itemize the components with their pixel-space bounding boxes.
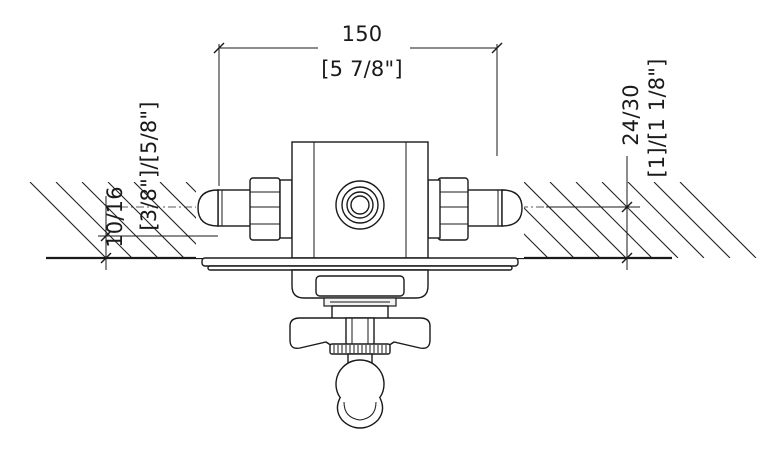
escutcheon-plate <box>201 257 519 271</box>
right-depth-inch-label: [1]/[1 1/8"] <box>645 58 669 177</box>
hatch-line <box>107 182 185 258</box>
valve-body-block <box>291 141 429 259</box>
left-hex-nut <box>249 177 281 241</box>
right-depth-mm-label: 24/30 <box>619 84 643 146</box>
right-depth-dimension: 24/30 [1]/[1 1/8"] <box>546 58 669 270</box>
hatch-line <box>29 182 107 258</box>
right-elbow-connector <box>465 189 523 227</box>
width-mm-label: 150 <box>342 22 383 46</box>
hatch-line <box>523 182 601 258</box>
knurled-ring <box>329 343 391 355</box>
spindle-housing <box>291 269 429 321</box>
width-dimension: 150 [5 7/8"] <box>213 22 503 186</box>
left-depth-mm-label: 10/16 <box>103 186 127 248</box>
left-elbow-connector <box>197 189 255 227</box>
left-depth-inch-label: [3/8"]/[5/8"] <box>137 101 161 230</box>
hatch-line <box>601 182 679 258</box>
ball-knob <box>335 353 385 429</box>
left-depth-dimension: 10/16 [3/8"]/[5/8"] <box>98 101 218 270</box>
hatch-line <box>575 182 653 258</box>
width-inch-label: [5 7/8"] <box>321 57 402 81</box>
hatch-line <box>653 182 731 258</box>
hatch-line <box>679 182 757 258</box>
hatch-line <box>627 182 705 258</box>
hatch-line <box>55 182 133 258</box>
right-hex-nut <box>437 177 469 241</box>
hatch-line <box>549 182 627 258</box>
hatch-line <box>81 182 159 258</box>
cross-handle <box>289 317 431 353</box>
valve-assembly <box>196 141 524 429</box>
